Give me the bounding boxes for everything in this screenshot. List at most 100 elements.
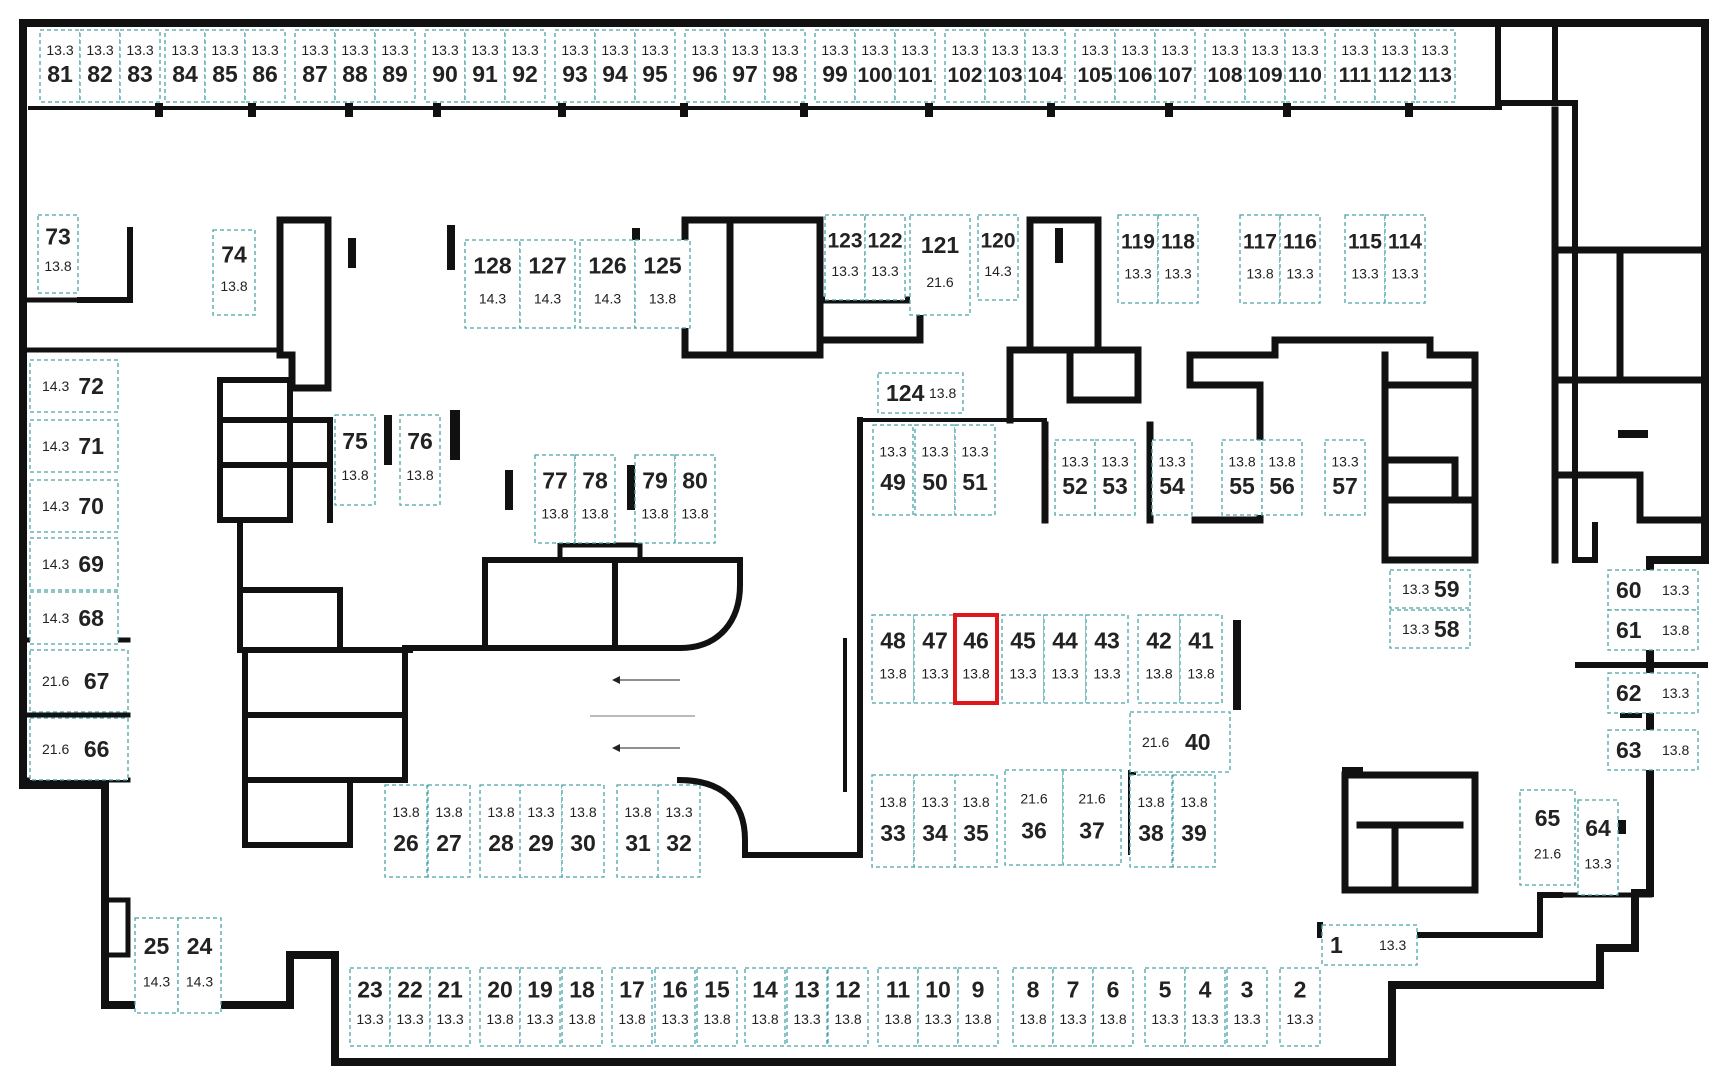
parking-spot-8[interactable]: 813.8 [1012,967,1054,1047]
parking-spot-4[interactable]: 413.3 [1184,967,1226,1047]
parking-spot-7[interactable]: 713.3 [1052,967,1094,1047]
parking-spot-6[interactable]: 613.8 [1092,967,1134,1047]
parking-spot-3[interactable]: 313.3 [1226,967,1268,1047]
parking-spot-5[interactable]: 513.3 [1144,967,1186,1047]
parking-spot-9[interactable]: 913.8 [957,967,999,1047]
